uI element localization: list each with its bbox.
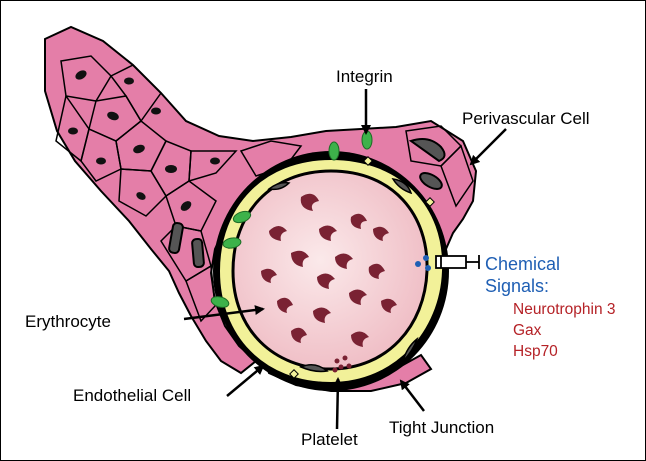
label-platelet: Platelet <box>301 430 358 449</box>
label-chemical-signals-1: Chemical <box>485 254 560 274</box>
signal-item-0: Neurotrophin 3 <box>513 301 616 318</box>
signal-item-1: Gax <box>513 322 542 339</box>
label-perivascular-cell: Perivascular Cell <box>462 109 590 128</box>
label-integrin: Integrin <box>336 67 393 86</box>
label-tight-junction: Tight Junction <box>389 418 494 437</box>
signal-item-2: Hsp70 <box>513 343 558 360</box>
lumen <box>233 171 427 369</box>
label-endothelial-cell: Endothelial Cell <box>73 386 191 405</box>
label-chemical-signals-2: Signals: <box>485 276 549 296</box>
chemical-injector <box>436 255 479 269</box>
label-erythrocyte: Erythrocyte <box>25 312 111 331</box>
